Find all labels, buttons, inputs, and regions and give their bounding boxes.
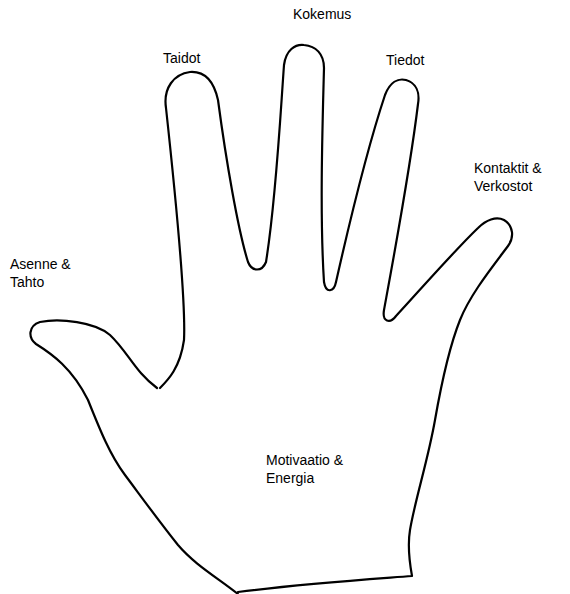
finger-label: Kokemus	[293, 6, 413, 24]
finger-label: Tiedot	[386, 52, 486, 70]
palm-label: Motivaatio & Energia	[266, 452, 362, 487]
finger-label: Taidot	[163, 50, 263, 68]
hand-outline-path	[30, 45, 512, 594]
thumb-label: Asenne & Tahto	[10, 256, 80, 291]
finger-label: Kontaktit & Verkostot	[474, 160, 562, 195]
